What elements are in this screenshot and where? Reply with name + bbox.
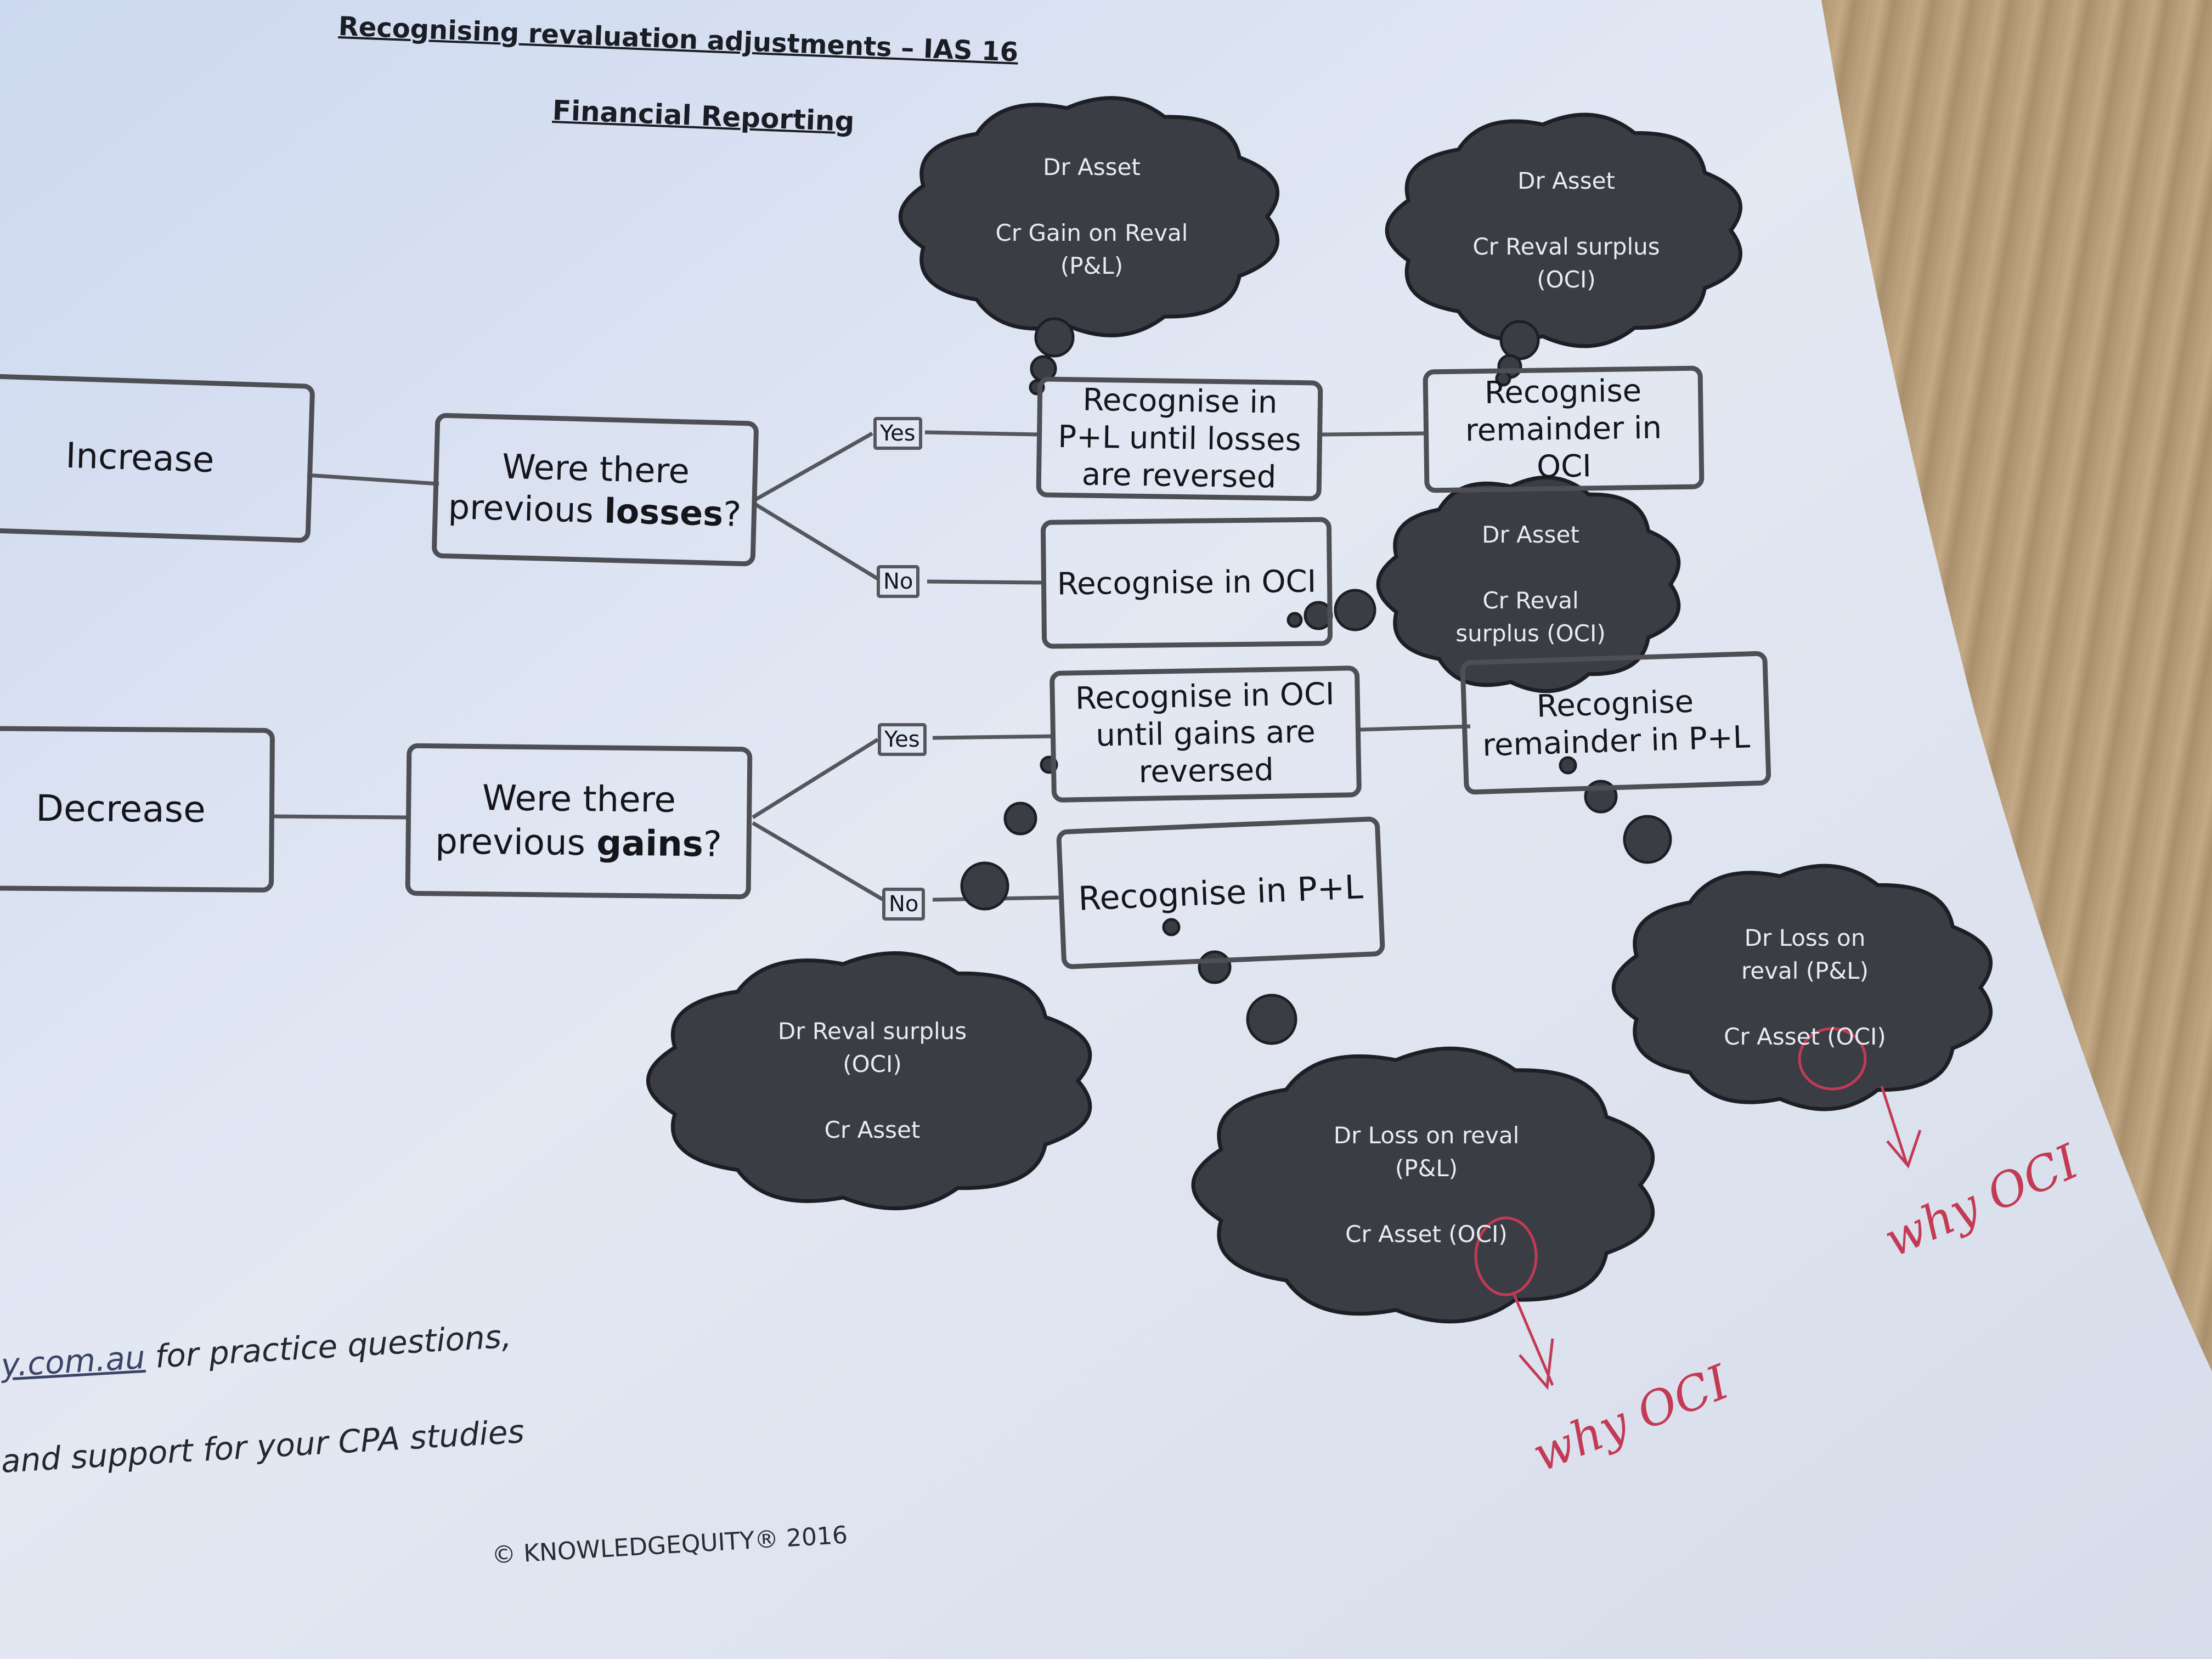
decrease-no-tag: No	[882, 888, 926, 921]
journal-entry-line	[996, 184, 1188, 217]
journal-entry-line: (P&L)	[1060, 252, 1124, 279]
journal-entry-line: Cr Asset	[824, 1116, 921, 1143]
journal-entry-line	[1472, 198, 1660, 230]
increase-no-tag: No	[877, 565, 920, 598]
annotation-arrows	[1474, 1027, 1922, 1390]
increase-question: Were there previous losses?	[447, 446, 742, 534]
journal-entry-line: Cr Asset (OCI)	[1724, 1023, 1886, 1050]
increase-question-box: Were there previous losses?	[431, 413, 759, 567]
journal-entry-text-inc-yes-oci: Dr Asset Cr Reval surplus (OCI)	[1472, 165, 1660, 296]
journal-entry-line: (OCI)	[1537, 266, 1596, 293]
journal-cloud-inc-yes-oci	[1385, 112, 1742, 387]
cloud-shape	[1611, 864, 1993, 1111]
journal-entry-text-dec-no-pl: Dr Loss on reval (P&L) Cr Asset (OCI)	[1334, 1119, 1520, 1251]
journal-entry-line: Dr Loss on	[1744, 924, 1866, 951]
journal-entry-line: Cr Gain on Reval	[995, 219, 1188, 246]
journal-cloud-dec-yes-pl	[1559, 756, 1993, 1111]
cloud-shape	[646, 951, 1092, 1211]
decrease-box: Decrease	[0, 726, 275, 893]
thought-bubble-1	[1030, 355, 1057, 382]
decrease-no-outcome-box: Recognise in P+L	[1056, 816, 1386, 970]
decrease-question: Were there previous gains?	[435, 778, 723, 865]
journal-entry-line	[1455, 551, 1606, 584]
journal-entry-line: Dr Reval surplus	[777, 1018, 967, 1045]
thought-bubble-1	[1198, 950, 1232, 984]
journal-entry-line: (P&L)	[1395, 1155, 1458, 1182]
journal-entry-line	[778, 1081, 967, 1114]
journal-entry-line: Cr Reval	[1482, 587, 1579, 614]
cloud-shape	[1385, 112, 1742, 348]
journal-entry-text-dec-yes-oci: Dr Reval surplus (OCI) Cr Asset	[778, 1015, 967, 1147]
journal-entry-line: Dr Loss on reval	[1333, 1122, 1520, 1149]
decrease-yes-tag: Yes	[878, 723, 927, 756]
thought-bubble-1	[1304, 601, 1333, 630]
journal-entry-line: Dr Asset	[1482, 521, 1579, 548]
thought-bubble-2	[1495, 370, 1511, 387]
annotation-arrow-left	[1513, 1294, 1554, 1390]
decrease-yes-outcome: Recognise in OCI until gains are reverse…	[1075, 676, 1335, 791]
thought-bubble-2	[1029, 379, 1045, 396]
journal-cloud-inc-no-oci	[1286, 475, 1681, 693]
connector-lines	[271, 430, 1471, 902]
decrease-label: Decrease	[36, 787, 206, 831]
cloud-shape	[898, 96, 1280, 337]
journal-entry-text-inc-yes-pl: Dr Asset Cr Gain on Reval (P&L)	[996, 151, 1188, 283]
annotation-arrow-right	[1880, 1086, 1922, 1169]
thought-bubble-2	[1559, 756, 1577, 775]
journal-cloud-dec-no-pl	[1162, 918, 1655, 1324]
journal-entry-line: Dr Asset	[1043, 154, 1141, 180]
journal-entry-line: Cr Reval surplus	[1472, 233, 1660, 260]
increase-label: Increase	[65, 435, 215, 481]
cloud-shape	[1191, 1046, 1655, 1324]
annotation-circle-oci-left	[1474, 1216, 1538, 1296]
increase-box: Increase	[0, 373, 315, 543]
journal-entry-line	[1724, 988, 1886, 1020]
thought-bubble-0	[1499, 320, 1540, 360]
thought-bubble-2	[1162, 918, 1181, 936]
thought-bubble-0	[1246, 994, 1297, 1045]
thought-bubble-2	[1040, 755, 1058, 774]
increase-yes-outcome: Recognise in P+L until losses are revers…	[1057, 382, 1302, 495]
thought-bubble-0	[960, 861, 1009, 911]
journal-entry-line: (OCI)	[843, 1051, 902, 1077]
journal-entry-line: surplus (OCI)	[1455, 620, 1606, 647]
increase-yes-outcome-box: Recognise in P+L until losses are revers…	[1036, 376, 1323, 501]
increase-yes-remainder: Recognise remainder in OCI	[1465, 373, 1662, 485]
cloud-shape	[1376, 475, 1681, 693]
thought-bubble-2	[1286, 612, 1303, 628]
journal-cloud-inc-yes-pl	[898, 96, 1280, 396]
journal-entry-text-dec-yes-pl: Dr Loss on reval (P&L) Cr Asset (OCI)	[1724, 922, 1886, 1053]
annotation-circle-oci-right	[1798, 1027, 1867, 1091]
journal-entry-line: Cr Asset (OCI)	[1345, 1221, 1508, 1248]
decrease-question-box: Were there previous gains?	[405, 743, 753, 900]
thought-bubble-1	[1003, 802, 1037, 836]
journal-entry-text-inc-no-oci: Dr Asset Cr Reval surplus (OCI)	[1455, 518, 1606, 650]
increase-no-outcome: Recognise in OCI	[1057, 563, 1317, 602]
increase-yes-tag: Yes	[873, 417, 922, 450]
thought-bubble-0	[1334, 589, 1376, 631]
increase-no-outcome-box: Recognise in OCI	[1040, 517, 1333, 649]
decrease-yes-remainder-box: Recognise remainder in P+L	[1460, 651, 1771, 795]
decrease-yes-remainder: Recognise remainder in P+L	[1482, 684, 1751, 764]
thought-bubble-0	[1034, 317, 1075, 358]
journal-entry-line: reval (P&L)	[1741, 957, 1869, 984]
decrease-yes-outcome-box: Recognise in OCI until gains are reverse…	[1049, 665, 1362, 803]
thought-bubble-1	[1584, 780, 1618, 814]
journal-entry-line	[1334, 1185, 1520, 1218]
journal-clouds-layer	[646, 96, 1993, 1324]
journal-cloud-dec-yes-oci	[646, 755, 1092, 1211]
increase-yes-remainder-box: Recognise remainder in OCI	[1423, 365, 1705, 493]
thought-bubble-0	[1623, 815, 1672, 864]
decrease-no-outcome: Recognise in P+L	[1077, 867, 1364, 918]
journal-entry-line: Dr Asset	[1517, 167, 1615, 194]
